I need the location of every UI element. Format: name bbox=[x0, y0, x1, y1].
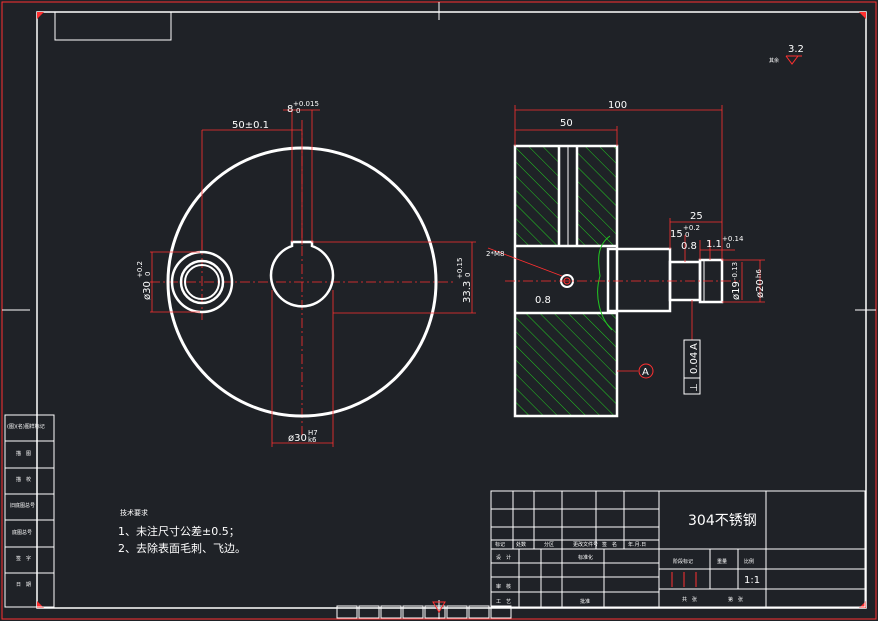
hatch-top-left bbox=[515, 146, 559, 246]
tb-label-change: 更改文件号 bbox=[573, 541, 598, 548]
tb-weight: 重量 bbox=[717, 558, 727, 565]
dim-08-a: 0.8 bbox=[681, 241, 697, 252]
tb-review: 审 核 bbox=[496, 583, 511, 590]
tb-sheets-total: 共 张 bbox=[682, 596, 697, 603]
dim-height-tol-low: 0 bbox=[464, 273, 472, 277]
dim-height-tol-up: +0.15 bbox=[456, 258, 464, 279]
tech-req-line1: 1、未注尺寸公差±0.5； bbox=[118, 524, 240, 538]
inner-border bbox=[36, 11, 867, 609]
tb-label-count: 处数 bbox=[516, 541, 526, 548]
thread-label: 2*M8 bbox=[486, 250, 504, 258]
dim-body: 50 bbox=[560, 118, 573, 129]
keyed-bore bbox=[269, 240, 335, 308]
dim-height: 33.3 bbox=[462, 281, 473, 303]
dim-08-b: 0.8 bbox=[535, 295, 551, 306]
dim-keyway-tol-up: +0.015 bbox=[293, 100, 319, 108]
dim-11-tol-low: 0 bbox=[726, 242, 730, 250]
dim-bore: ø30 bbox=[288, 433, 307, 444]
tb-scale: 1:1 bbox=[744, 575, 760, 586]
left-strip-item-5: 签 字 bbox=[16, 555, 31, 562]
gdt-value: 0.04 bbox=[689, 352, 700, 374]
tb-design: 设 计 bbox=[496, 554, 511, 561]
dim-20: ø20 bbox=[755, 279, 766, 298]
left-strip: (图)(名)图样标记 描 图 描 校 旧底图总号 底图总号 签 字 日 期 bbox=[4, 414, 55, 608]
left-strip-item-6: 日 期 bbox=[16, 582, 31, 588]
tech-requirements: 技术要求 1、未注尺寸公差±0.5； 2、去除表面毛刺、飞边。 bbox=[118, 508, 246, 555]
bottom-ruler bbox=[336, 605, 512, 619]
dim-hole-tol-low: 0 bbox=[144, 272, 152, 276]
tb-scale-label: 比例 bbox=[744, 558, 754, 565]
left-strip-item-3: 旧底图总号 bbox=[10, 502, 35, 509]
datum-circle bbox=[638, 363, 654, 379]
dim-15: 15 bbox=[670, 229, 683, 240]
bottom-arrow bbox=[432, 601, 446, 613]
hatch-top-right bbox=[577, 146, 617, 246]
side-hole-mid bbox=[179, 259, 225, 305]
dim-bore-fit-b: k6 bbox=[308, 436, 317, 444]
title-block: 304不锈钢 标记 处数 分区 更改文件号 签 名 年.月.日 设 计 标准化 … bbox=[490, 490, 866, 608]
tech-req-line2: 2、去除表面毛刺、飞边。 bbox=[118, 541, 246, 555]
dim-11-tol-up: +0.14 bbox=[722, 235, 744, 243]
dim-20-fit: h6 bbox=[755, 269, 763, 278]
dim-11: 1.1 bbox=[706, 239, 722, 250]
tb-label-sign: 签 名 bbox=[602, 541, 617, 548]
left-strip-item-2: 描 校 bbox=[16, 476, 31, 483]
hatch-bottom bbox=[515, 313, 617, 415]
dim-19-tol: -0.13 bbox=[731, 262, 739, 280]
stage-marks bbox=[671, 572, 697, 587]
material-name: 304不锈钢 bbox=[688, 513, 757, 529]
left-strip-item-1: 描 图 bbox=[16, 450, 31, 457]
dim-hole-dia: ø30 bbox=[142, 281, 153, 300]
tb-stage-mark: 阶段标记 bbox=[673, 558, 693, 565]
tb-sheet-no: 第 张 bbox=[728, 596, 743, 603]
dim-width: 50±0.1 bbox=[232, 120, 269, 131]
tb-standardize: 标准化 bbox=[578, 554, 593, 561]
gdt-symbol: ⊥ bbox=[689, 383, 700, 392]
dim-19: ø19 bbox=[731, 281, 742, 300]
dim-bore-fit-a: H7 bbox=[308, 429, 318, 437]
gdt-frame bbox=[683, 339, 701, 395]
dim-hole-tol-up: +0.2 bbox=[136, 261, 144, 278]
dim-total: 100 bbox=[608, 100, 627, 111]
tb-label-date: 年.月.日 bbox=[628, 541, 646, 548]
tb-process: 工 艺 bbox=[496, 599, 511, 605]
side-hole-outer bbox=[170, 250, 234, 314]
dim-15-tol-low: 0 bbox=[685, 231, 689, 239]
side-hole-inner bbox=[184, 264, 220, 300]
dim-keyway: 8 bbox=[287, 104, 293, 115]
tb-label-zone: 分区 bbox=[544, 541, 554, 548]
left-strip-item-0: (图)(名)图样标记 bbox=[7, 423, 45, 430]
datum-label: A bbox=[642, 367, 649, 378]
tech-req-title: 技术要求 bbox=[120, 508, 148, 517]
dim-keyway-tol-low: 0 bbox=[296, 107, 300, 115]
dim-15-tol-up: +0.2 bbox=[683, 224, 700, 232]
roughness-label: 其余 bbox=[769, 57, 779, 64]
tb-approve: 批准 bbox=[580, 598, 590, 605]
section-view: 100 50 25 15 +0.2 0 0.8 0.8 1.1 +0.14 0 … bbox=[486, 100, 766, 418]
dim-shaft: 25 bbox=[690, 211, 703, 222]
roughness-symbol: 3.2 其余 bbox=[769, 44, 804, 65]
top-left-box bbox=[54, 11, 172, 41]
gdt-datum: A bbox=[689, 343, 700, 350]
tb-label-mark: 标记 bbox=[495, 541, 505, 548]
roughness-value: 3.2 bbox=[788, 44, 804, 55]
front-view: 50±0.1 8 +0.015 0 ø30 +0.2 0 33.3 +0.15 … bbox=[136, 100, 476, 447]
corner-marks bbox=[37, 12, 866, 608]
left-strip-item-4: 底图总号 bbox=[12, 529, 32, 536]
